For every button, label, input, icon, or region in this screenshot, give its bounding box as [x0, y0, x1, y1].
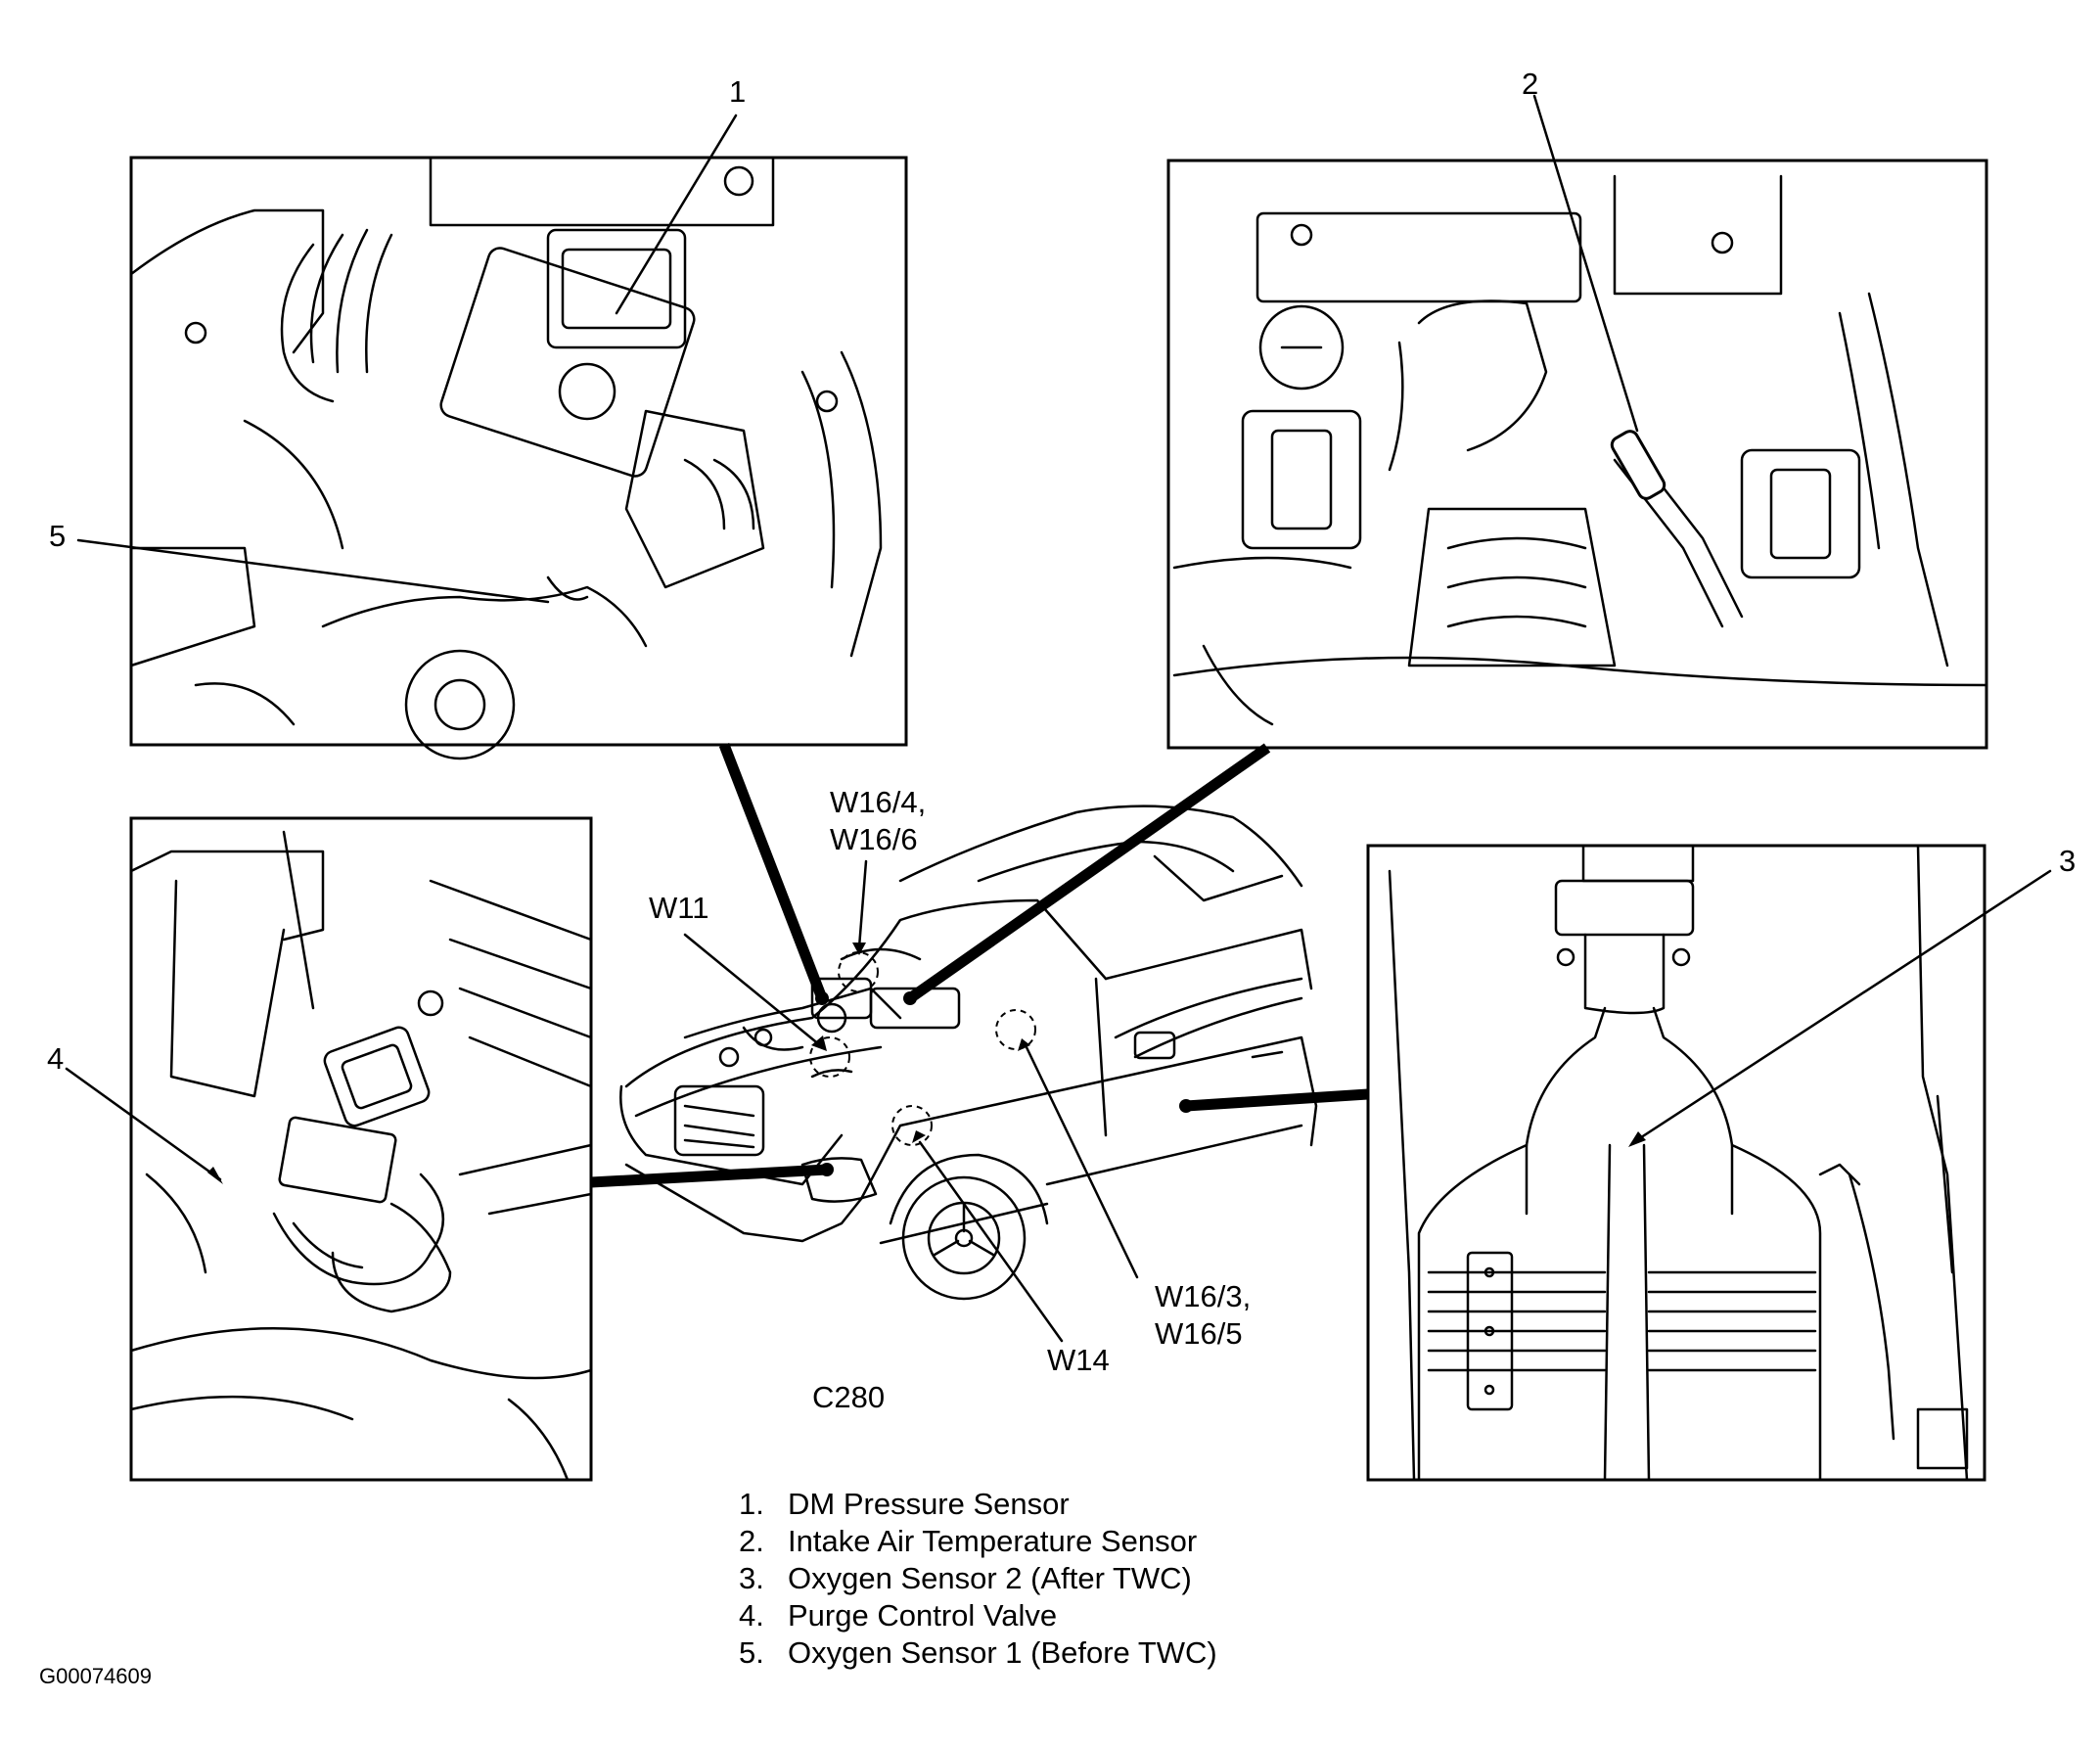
- legend-row: 4. Purge Control Valve: [739, 1597, 1217, 1634]
- legend-text: Oxygen Sensor 1 (Before TWC): [788, 1635, 1217, 1670]
- car-body-outline: [619, 805, 1318, 1301]
- panel-bottom-right: 3: [1366, 844, 2076, 1482]
- callout-1: 1: [729, 74, 746, 109]
- legend-row: 1. DM Pressure Sensor: [739, 1486, 1217, 1523]
- label-w16-4: W16/4,: [830, 785, 926, 819]
- legend-text: Intake Air Temperature Sensor: [788, 1524, 1198, 1558]
- legend-row: 2. Intake Air Temperature Sensor: [739, 1523, 1217, 1560]
- engine-bay-artwork-top-left: [129, 156, 883, 760]
- callout-3: 3: [2059, 844, 2076, 878]
- label-w11: W11: [649, 891, 708, 925]
- legend-row: 5. Oxygen Sensor 1 (Before TWC): [739, 1634, 1217, 1672]
- panel-connectors: [590, 743, 1369, 1188]
- callout-4: 4: [47, 1041, 64, 1076]
- exhaust-artwork-bottom-right: [1388, 844, 1969, 1482]
- figure-id: G00074609: [39, 1664, 152, 1688]
- label-w14: W14: [1047, 1343, 1110, 1377]
- legend-number: 1.: [739, 1487, 764, 1521]
- panel-top-right: 2: [1166, 67, 1988, 750]
- legend-number: 3.: [739, 1561, 764, 1595]
- engine-bay-artwork-bottom-left: [129, 830, 593, 1482]
- label-w16-3: W16/3,: [1155, 1279, 1251, 1313]
- legend-number: 2.: [739, 1524, 764, 1558]
- label-w16-5: W16/5: [1155, 1316, 1243, 1351]
- locator-circle-w16-3: [995, 1009, 1036, 1050]
- label-w16-6: W16/6: [830, 822, 918, 856]
- callout-5: 5: [49, 519, 66, 553]
- legend-number: 5.: [739, 1635, 764, 1670]
- legend-text: Oxygen Sensor 2 (After TWC): [788, 1561, 1192, 1595]
- legend-number: 4.: [739, 1598, 764, 1633]
- panel-bottom-left: 4: [47, 816, 593, 1482]
- panel-top-left: 1 5: [49, 74, 908, 760]
- component-legend: 1. DM Pressure Sensor 2. Intake Air Temp…: [739, 1486, 1217, 1672]
- car-illustration: W16/4, W16/6 W11 W14 W16/3, W16/5 C280: [619, 785, 1318, 1414]
- locator-circle-w11: [809, 1036, 850, 1078]
- legend-text: Purge Control Valve: [788, 1598, 1058, 1633]
- locator-circle-w14: [891, 1105, 933, 1146]
- legend-row: 3. Oxygen Sensor 2 (After TWC): [739, 1560, 1217, 1597]
- legend-text: DM Pressure Sensor: [788, 1487, 1070, 1521]
- callout-2: 2: [1522, 67, 1538, 101]
- car-model-label: C280: [812, 1380, 885, 1414]
